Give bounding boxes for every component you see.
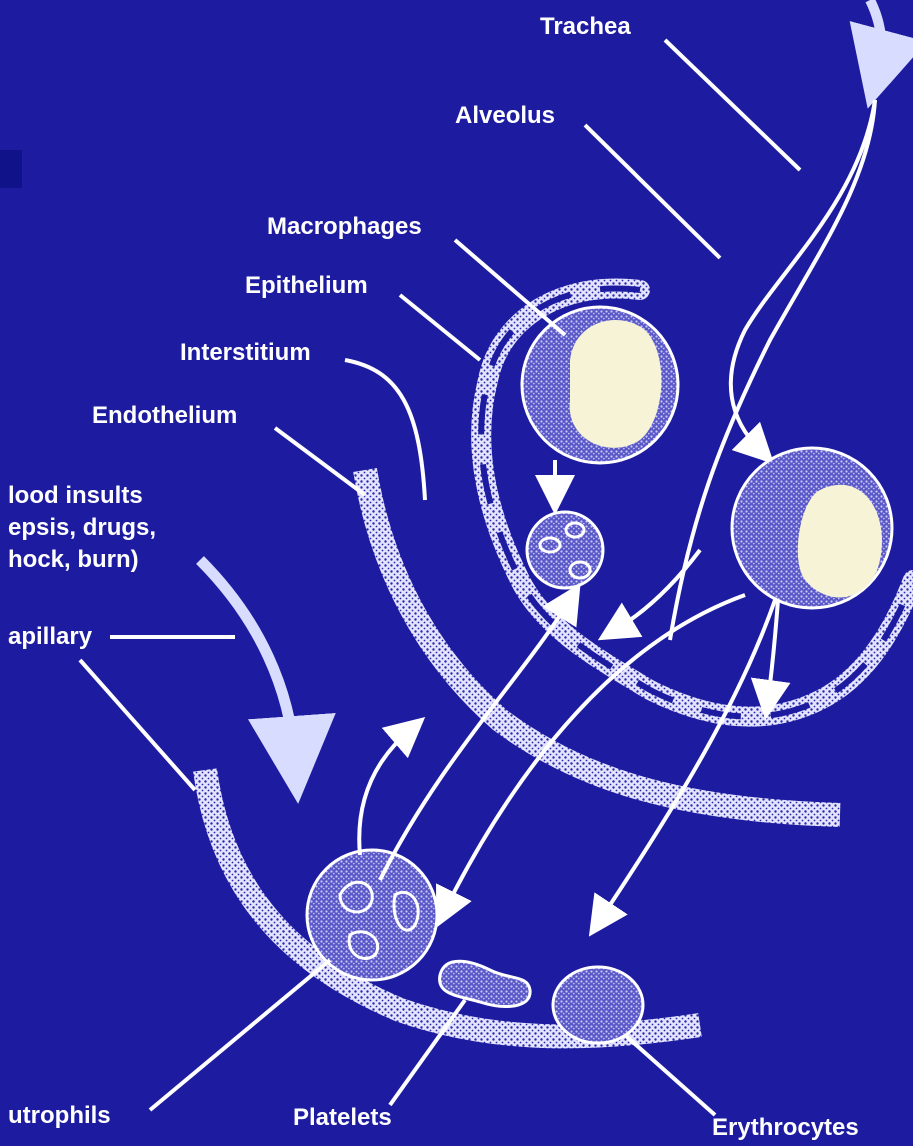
arrow-cell-to-erythrocyte [600,600,775,920]
label-blood-insults-3: hock, burn) [8,546,139,573]
label-trachea: Trachea [540,13,631,40]
label-alveolus: Alveolus [455,102,555,129]
leader-epithelium [400,295,480,360]
label-erythrocytes: Erythrocytes [712,1114,859,1141]
erythrocyte-cell [553,967,643,1043]
neutrophil-alveolar [527,512,603,588]
label-epithelium: Epithelium [245,272,368,299]
macrophage-cell [522,307,678,463]
label-macrophages: Macrophages [267,213,422,240]
label-blood-insults-2: epsis, drugs, [8,514,156,541]
label-blood-insults-1: lood insults [8,482,143,509]
label-interstitium: Interstitium [180,339,311,366]
leader-neutrophils [150,960,330,1110]
leader-endothelium [275,428,365,495]
leader-alveolus [585,125,720,258]
trachea-flow-arrow [870,0,881,70]
leader-capillary-diagonal [80,660,195,790]
alveolar-cell-right [732,448,892,608]
arrow-cell-to-neutrophil [445,595,745,910]
blood-insults-arrow [200,560,295,760]
leader-erythrocytes [625,1035,715,1115]
label-platelets: Platelets [293,1104,392,1131]
platelet-cell [440,961,531,1006]
airway-stream-2 [731,100,875,450]
label-capillary: apillary [8,623,93,650]
leader-trachea [665,40,800,170]
label-endothelium: Endothelium [92,402,237,429]
label-neutrophils: utrophils [8,1102,111,1129]
